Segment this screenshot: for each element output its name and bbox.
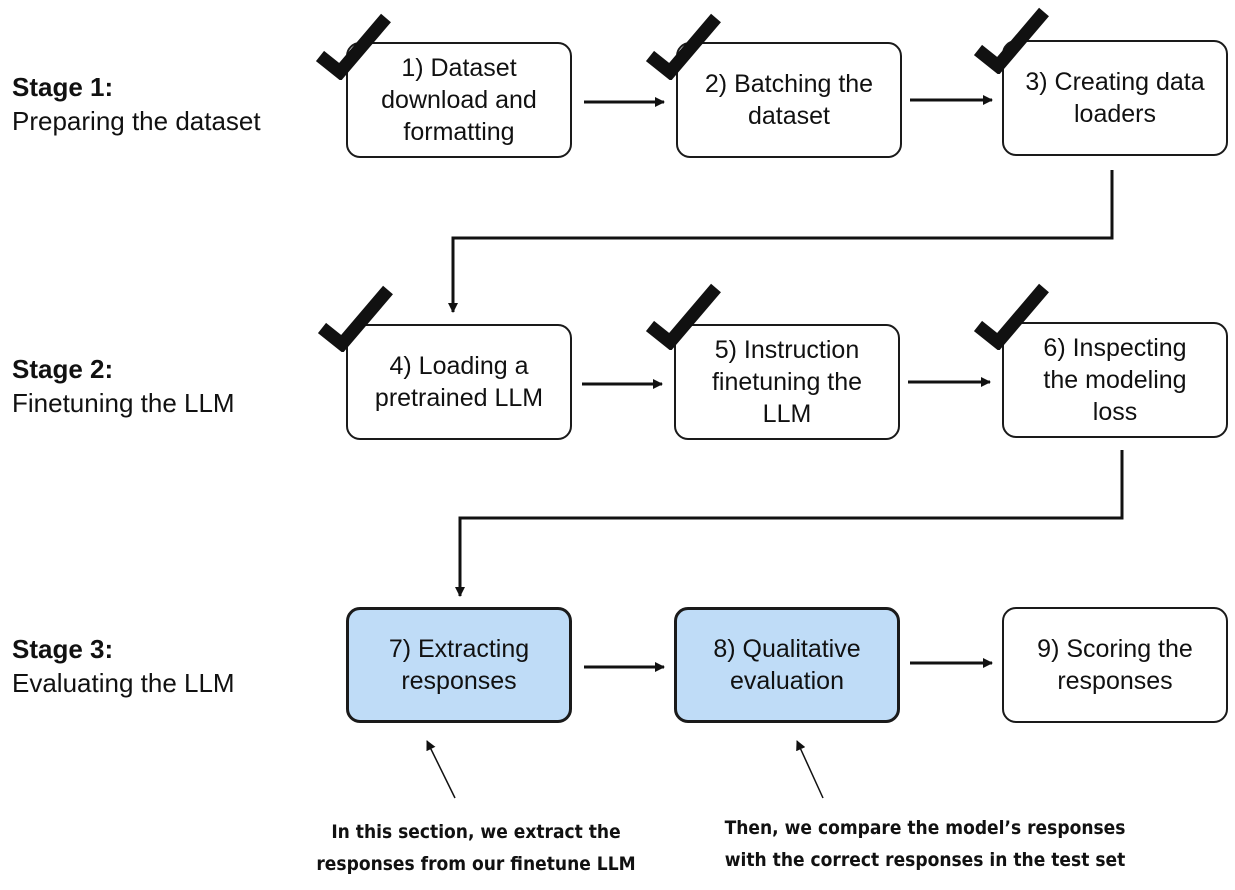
note-extract-line-1: In this section, we extract the bbox=[331, 821, 621, 843]
callout-pointer-8 bbox=[796, 740, 824, 799]
stage-3-label: Stage 3: Evaluating the LLM bbox=[12, 632, 235, 700]
step-2-label: 2) Batching the dataset bbox=[704, 70, 874, 130]
note-compare-line-1: Then, we compare the model’s responses bbox=[724, 817, 1126, 839]
stage-2-name: Stage 2: bbox=[12, 354, 114, 384]
step-1-box: 1) Dataset download and formatting bbox=[346, 42, 572, 158]
checkmark-icon bbox=[973, 283, 1049, 350]
checkmark-icon bbox=[645, 283, 721, 350]
step-9-box: 9) Scoring the responses bbox=[1002, 607, 1228, 723]
step-2-box: 2) Batching the dataset bbox=[676, 42, 902, 158]
stage-2-desc: Finetuning the LLM bbox=[12, 388, 235, 418]
step-6-label: 6) Inspecting the modeling loss bbox=[1043, 334, 1187, 426]
step-1-label: 1) Dataset download and formatting bbox=[381, 54, 537, 146]
step-8-label: 8) Qualitative evaluation bbox=[713, 635, 861, 695]
stage-3-name: Stage 3: bbox=[12, 634, 114, 664]
step-9-label: 9) Scoring the responses bbox=[1037, 635, 1193, 695]
note-compare-line-2: with the correct responses in the test s… bbox=[724, 849, 1126, 871]
step-8-box: 8) Qualitative evaluation bbox=[674, 607, 900, 723]
step-4-box: 4) Loading a pretrained LLM bbox=[346, 324, 572, 440]
step-5-label: 5) Instruction finetuning the LLM bbox=[711, 336, 863, 428]
note-compare: Then, we compare the model’s responses w… bbox=[700, 812, 1150, 876]
checkmark-icon bbox=[317, 285, 393, 352]
note-extract-line-2: responses from our finetune LLM bbox=[316, 853, 636, 875]
step-4-label: 4) Loading a pretrained LLM bbox=[374, 352, 544, 412]
arrow-6-to-7 bbox=[455, 450, 1124, 597]
checkmark-icon bbox=[973, 7, 1049, 74]
checkmark-icon bbox=[645, 13, 721, 80]
stage-1-name: Stage 1: bbox=[12, 72, 114, 102]
stage-1-label: Stage 1: Preparing the dataset bbox=[12, 70, 261, 138]
checkmark-icon bbox=[315, 13, 391, 80]
stage-3-desc: Evaluating the LLM bbox=[12, 668, 235, 698]
callout-pointer-7 bbox=[426, 740, 456, 799]
step-7-label: 7) Extracting responses bbox=[388, 635, 530, 695]
step-6-box: 6) Inspecting the modeling loss bbox=[1002, 322, 1228, 438]
step-3-box: 3) Creating data loaders bbox=[1002, 40, 1228, 156]
note-extract: In this section, we extract the response… bbox=[296, 816, 656, 880]
step-7-box: 7) Extracting responses bbox=[346, 607, 572, 723]
step-3-label: 3) Creating data loaders bbox=[1025, 68, 1205, 128]
stage-2-label: Stage 2: Finetuning the LLM bbox=[12, 352, 235, 420]
arrow-3-to-4 bbox=[448, 170, 1114, 313]
stage-1-desc: Preparing the dataset bbox=[12, 106, 261, 136]
step-5-box: 5) Instruction finetuning the LLM bbox=[674, 324, 900, 440]
